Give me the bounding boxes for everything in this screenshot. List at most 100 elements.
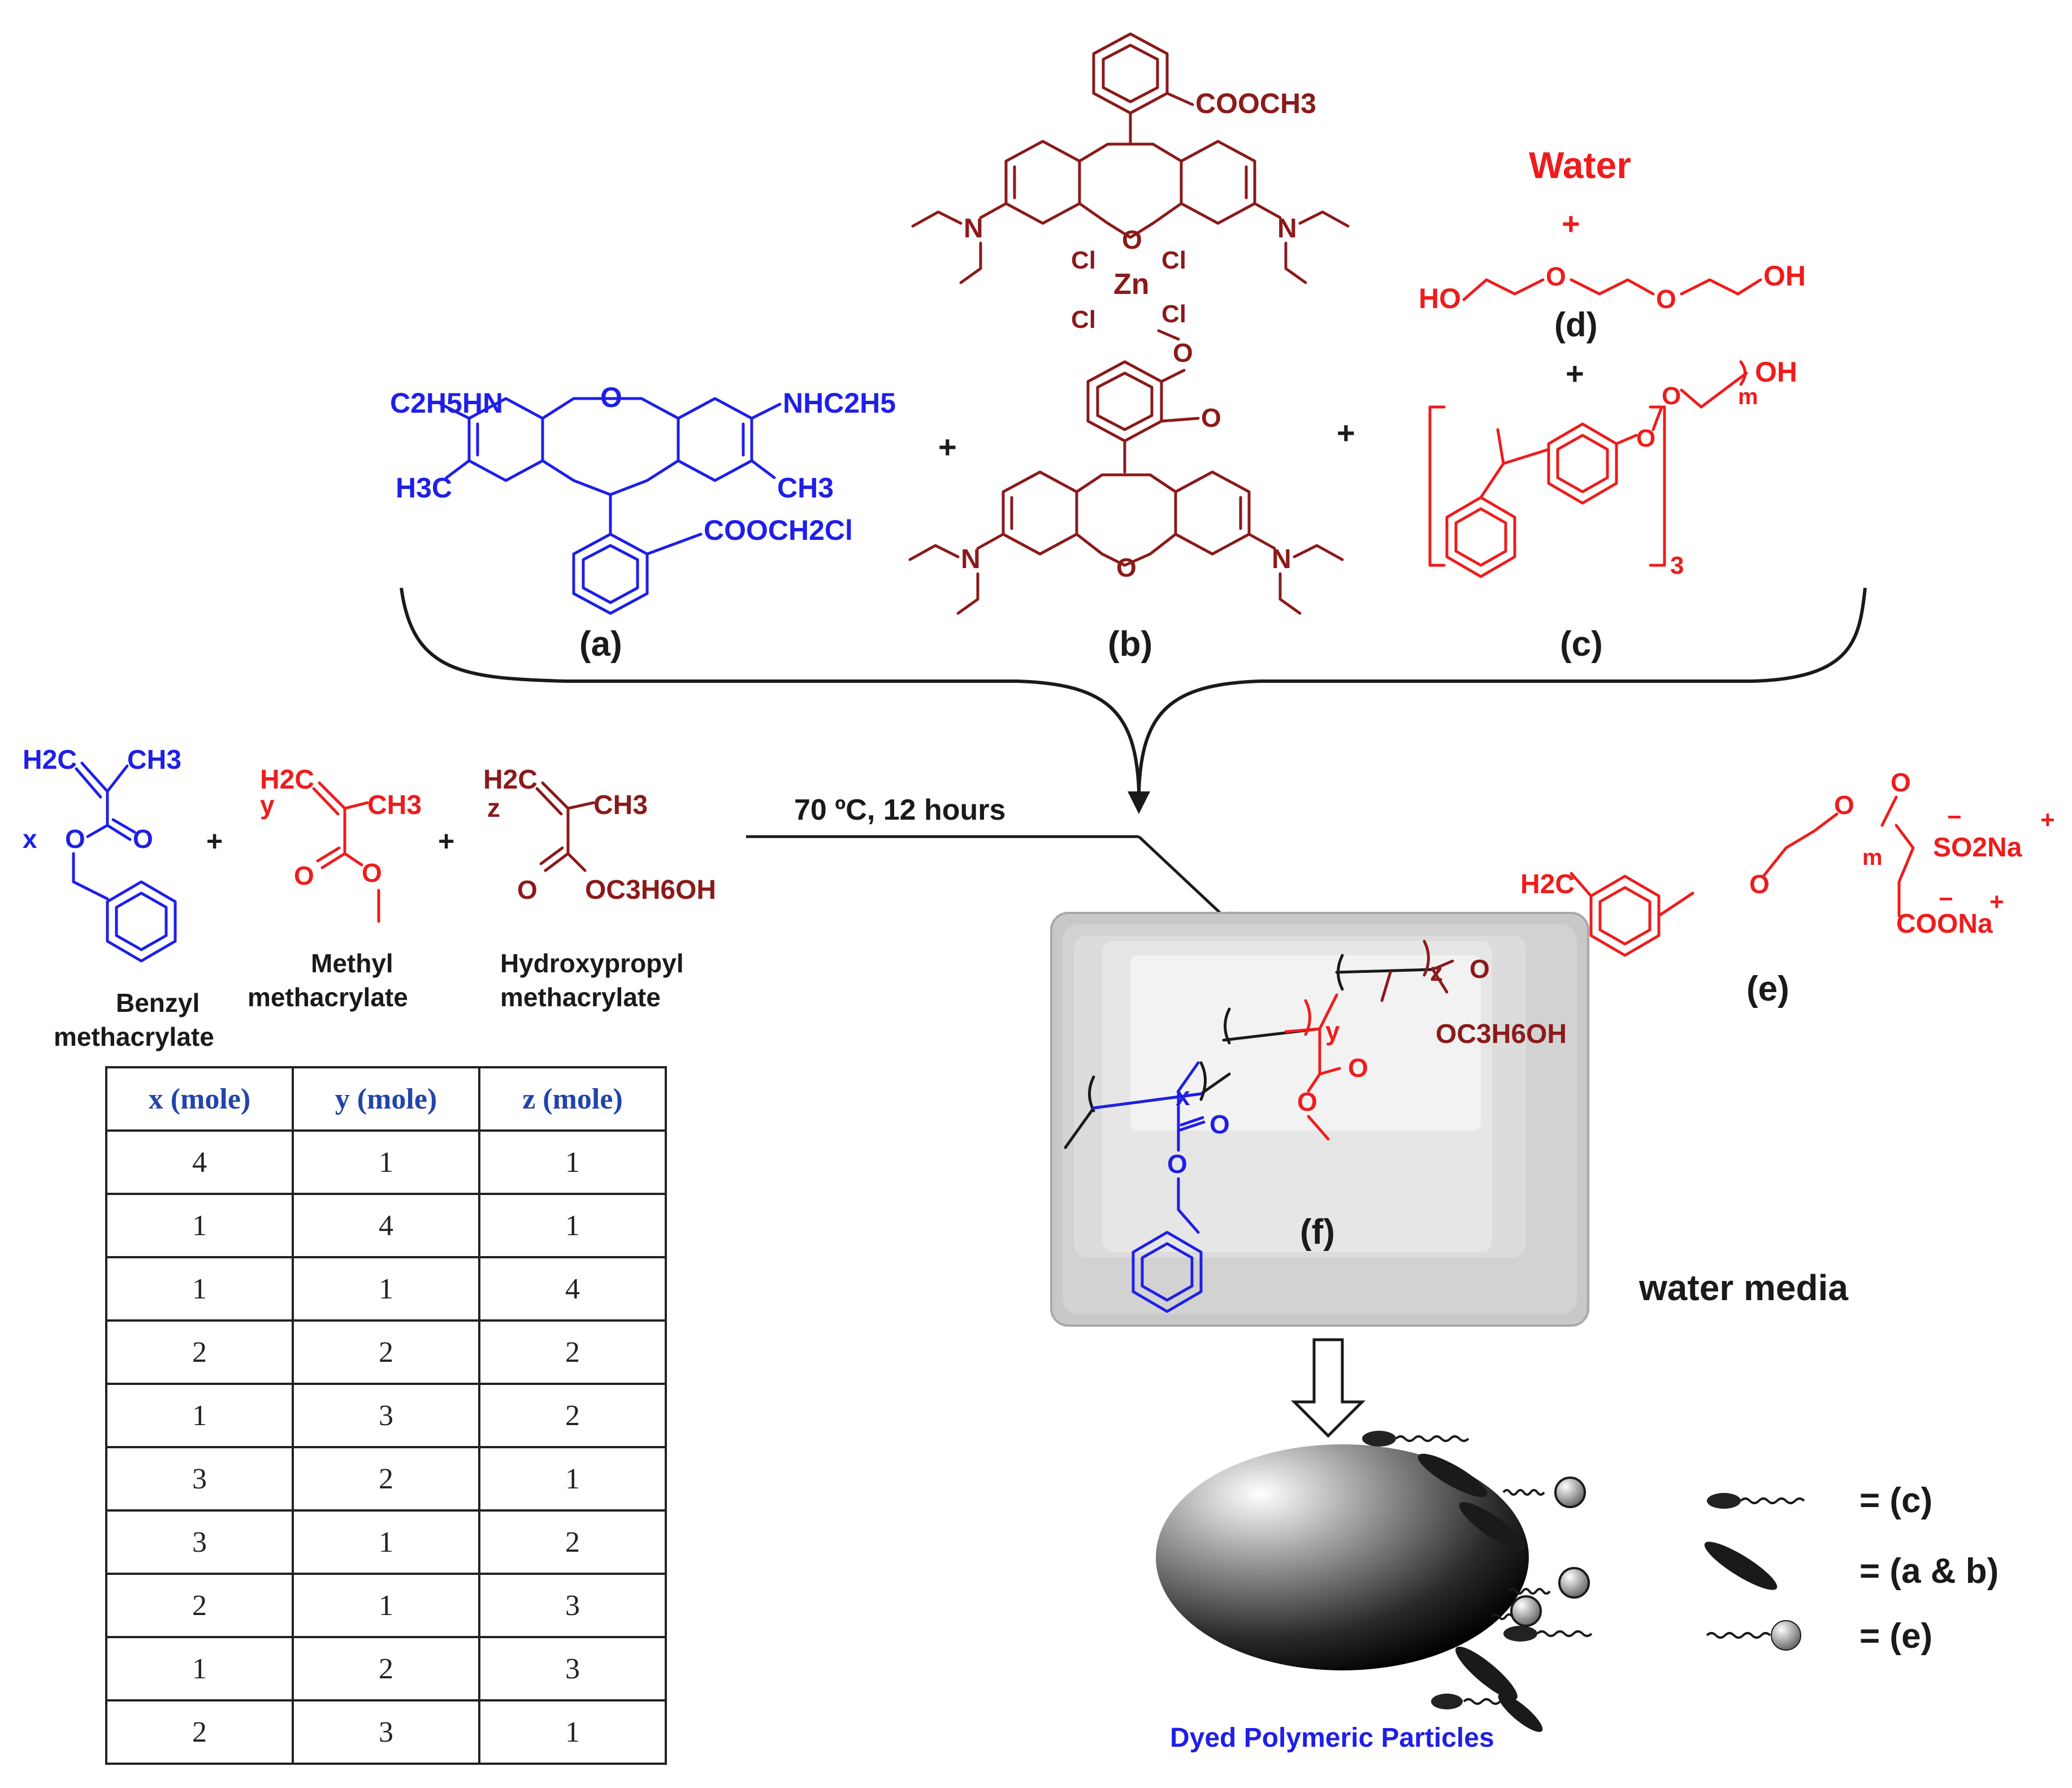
f-x-carbonyl-o: O [1210, 1110, 1230, 1139]
cell: 1 [105, 1193, 294, 1258]
cell: 3 [292, 1699, 480, 1765]
compound-b: COOCH3 O N N Zn Cl Cl Cl Cl O O [908, 32, 1350, 615]
b-carbonyl-oxygen: O [1201, 403, 1221, 432]
dye-rods [1418, 1453, 1543, 1732]
cell: 1 [292, 1256, 480, 1322]
cell: 1 [292, 1509, 480, 1575]
e-carboxylate-minus: − [1939, 885, 1953, 913]
e-carboxylate: COONa [1896, 909, 1993, 939]
plus-monomer-1: + [206, 825, 223, 857]
surfactant-c [1362, 1431, 1593, 1709]
methyl-name-2: methacrylate [248, 982, 408, 1012]
cell: 1 [105, 1383, 294, 1448]
benzyl-x: x [23, 824, 37, 854]
b-top-n-right: N [1277, 214, 1297, 244]
particles-caption: Dyed Polymeric Particles [1170, 1723, 1494, 1753]
b-chloride-4: Cl [1161, 300, 1186, 328]
plus-monomer-2: + [438, 825, 454, 857]
b-lower-oxygen: O [1116, 553, 1137, 582]
b-chloride-2: Cl [1161, 246, 1186, 274]
monomer-methyl: y H2C CH3 O O Methyl methacrylate [248, 765, 422, 1012]
methyl-carbonyl-o: O [294, 861, 314, 890]
e-sulfonate-plus: + [2040, 806, 2055, 834]
e-ether-o: O [1834, 790, 1854, 820]
reaction-conditions: 70 ºC, 12 hours [794, 794, 1005, 826]
cell: 2 [478, 1509, 667, 1575]
hydroxypropyl-name-2: methacrylate [500, 982, 661, 1012]
cell: 4 [105, 1129, 294, 1195]
a-amine-right: NHC2H5 [783, 387, 896, 419]
cell: 3 [105, 1446, 294, 1512]
f-y-carbonyl-o: O [1348, 1053, 1368, 1083]
cell: 3 [105, 1509, 294, 1575]
e-carboxylate-plus: + [1989, 888, 2004, 916]
label-b: (b) [1108, 625, 1152, 664]
f-z-ester: OC3H6OH [1436, 1019, 1567, 1049]
e-sulfonate: SO2Na [1933, 833, 2022, 863]
cell: 2 [105, 1319, 294, 1385]
hydroxypropyl-h2c: H2C [483, 765, 537, 795]
combining-brace [400, 587, 1867, 792]
hydroxypropyl-name-1: Hydroxypropyl [500, 949, 684, 978]
water-media-label: water media [1638, 1267, 1848, 1308]
a-ester-group: COOCH2Cl [704, 514, 853, 546]
benzyl-name-1: Benzyl [116, 988, 200, 1018]
brace-arrowhead [1128, 791, 1150, 814]
label-d: (d) [1554, 306, 1598, 344]
methyl-name-1: Methyl [311, 949, 393, 978]
plus-bc: + [1337, 415, 1355, 451]
b-top-n-left: N [964, 214, 983, 244]
benzyl-name-2: methacrylate [54, 1022, 214, 1051]
methyl-ester-o: O [362, 858, 382, 887]
d-oh: OH [1763, 260, 1806, 292]
b-chloride-3: Cl [1071, 306, 1096, 334]
b-ester-group: COOCH3 [1195, 88, 1316, 119]
e-h3c: H2C [1520, 869, 1575, 899]
cell: 2 [478, 1383, 667, 1448]
plus-ab: + [938, 429, 957, 465]
e-carbonyl-o: O [1891, 768, 1911, 797]
benzyl-ester-o: O [65, 824, 85, 854]
f-y: y [1325, 1016, 1340, 1046]
a-ring-oxygen: O [600, 382, 622, 413]
b-zinc: Zn [1113, 268, 1150, 301]
benzyl-carbonyl-o: O [133, 824, 153, 854]
d-oxygen-2: O [1656, 284, 1676, 314]
cell: 1 [292, 1129, 480, 1195]
a-amine-left: C2H5HN [390, 387, 503, 419]
cell: 1 [478, 1193, 667, 1258]
c-oxygen-2: O [1662, 382, 1681, 410]
d-oxygen-1: O [1546, 262, 1566, 291]
hydroxypropyl-ch3: CH3 [593, 790, 648, 820]
plus-d: + [1566, 356, 1584, 391]
legend: = (c) = (a & b) = (e) [1704, 1481, 1999, 1656]
legend-e-icon [1706, 1620, 1801, 1651]
label-f: (f) [1300, 1213, 1335, 1252]
hydroxypropyl-ester: OC3H6OH [585, 875, 716, 905]
e-sulfonate-minus: − [1947, 803, 1962, 831]
monomer-benzyl: H2C CH3 O O x Benzyl methacrylate [23, 745, 214, 1051]
methyl-h2c: H2C [260, 765, 314, 795]
compound-a: O C2H5HN NHC2H5 H3C CH3 COOCH2Cl [390, 382, 896, 615]
legend-ab-text: = (a & b) [1859, 1552, 1999, 1591]
down-arrow [1290, 1338, 1366, 1438]
cell: 3 [478, 1573, 667, 1638]
c-hydroxyl: OH [1755, 356, 1797, 388]
cell: 4 [478, 1256, 667, 1322]
compound-d-and-c: Water + HO O O OH (d) + 3 O O OH m [1419, 144, 1806, 579]
cell: 2 [292, 1636, 480, 1702]
label-a: (a) [579, 625, 622, 664]
cell: 2 [292, 1319, 480, 1385]
table-header-row: x (mole) y (mole) z (mole) [105, 1066, 667, 1132]
cell: 2 [478, 1319, 667, 1385]
